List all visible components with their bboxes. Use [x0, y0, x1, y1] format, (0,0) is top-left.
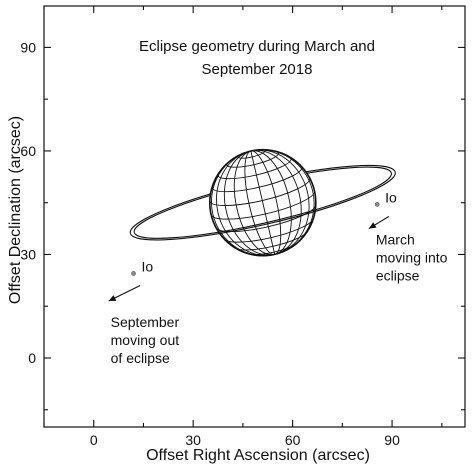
annotation-text-line: March	[376, 232, 415, 248]
annotation-text-line: of eclipse	[111, 350, 170, 366]
x-tick-label: 30	[185, 432, 201, 448]
planet-longitude-line	[223, 150, 275, 256]
plot-frame	[43, 5, 466, 428]
y-tick-label: 90	[20, 39, 36, 55]
x-axis-title: Offset Right Ascension (arcsec)	[146, 447, 370, 464]
axis-ticks-group: 0 30 60 90 0 30 60 90	[20, 6, 465, 448]
planet-longitude-line	[250, 150, 292, 255]
planet-longitude-line	[250, 150, 282, 255]
planet-outline	[208, 148, 317, 257]
planet-longitude-line	[250, 149, 302, 255]
y-tick-label: 0	[28, 350, 36, 366]
x-tick-label: 0	[90, 432, 98, 448]
y-tick-label: 60	[20, 143, 36, 159]
annotation-arrow-head	[108, 295, 117, 302]
x-tick-label: 90	[384, 432, 400, 448]
plot-frame-group	[43, 5, 466, 428]
planet-longitude-line	[216, 150, 275, 256]
annotation-arrow-head	[368, 222, 377, 229]
annotation-text-line: eclipse	[376, 268, 420, 284]
chart-title-line-2: September 2018	[202, 61, 313, 78]
io-point	[131, 271, 136, 276]
planet-longitude-line	[250, 150, 276, 255]
y-axis-title: Offset Declination (arcsec)	[7, 116, 24, 304]
io-point-label: Io	[385, 189, 397, 205]
chart-title-line-1: Eclipse geometry during March and	[139, 38, 375, 55]
io-point	[374, 202, 380, 207]
ring-front-inner-arc	[133, 172, 392, 239]
x-tick-label: 60	[285, 432, 301, 448]
planet-longitude-line	[250, 149, 310, 255]
planet-longitude-group	[211, 149, 315, 257]
annotation-text-line: September	[111, 314, 180, 330]
annotation-text-line: moving out	[111, 332, 180, 348]
annotation-text-line: moving into	[376, 250, 448, 266]
io-point-label: Io	[142, 258, 154, 274]
planet-longitude-line	[233, 150, 275, 256]
ring-front-arc	[129, 172, 396, 241]
planet-longitude-line	[244, 150, 275, 255]
y-tick-label: 30	[20, 246, 36, 262]
planet-group	[129, 148, 396, 257]
